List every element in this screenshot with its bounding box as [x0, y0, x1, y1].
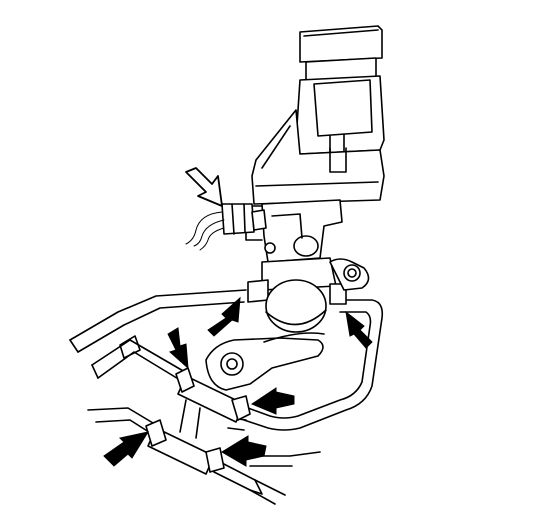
lower-valve	[145, 399, 225, 475]
master-cylinder-body	[205, 199, 370, 391]
callout-arrow-upper-left	[207, 296, 241, 337]
fluid-reservoir	[251, 25, 385, 205]
outline-callout-arrow	[185, 167, 223, 207]
upper-valve	[175, 367, 251, 423]
solid-callout-arrows	[103, 296, 373, 467]
electrical-connector	[185, 203, 267, 251]
callout-arrow-upper-right	[345, 310, 373, 349]
callout-arrow-left-top	[167, 327, 189, 370]
callout-arrow-right-middle	[250, 387, 295, 415]
callout-arrow-right-bottom	[221, 435, 267, 467]
brake-lines	[69, 289, 384, 505]
callout-arrow-left-bottom	[103, 431, 150, 467]
